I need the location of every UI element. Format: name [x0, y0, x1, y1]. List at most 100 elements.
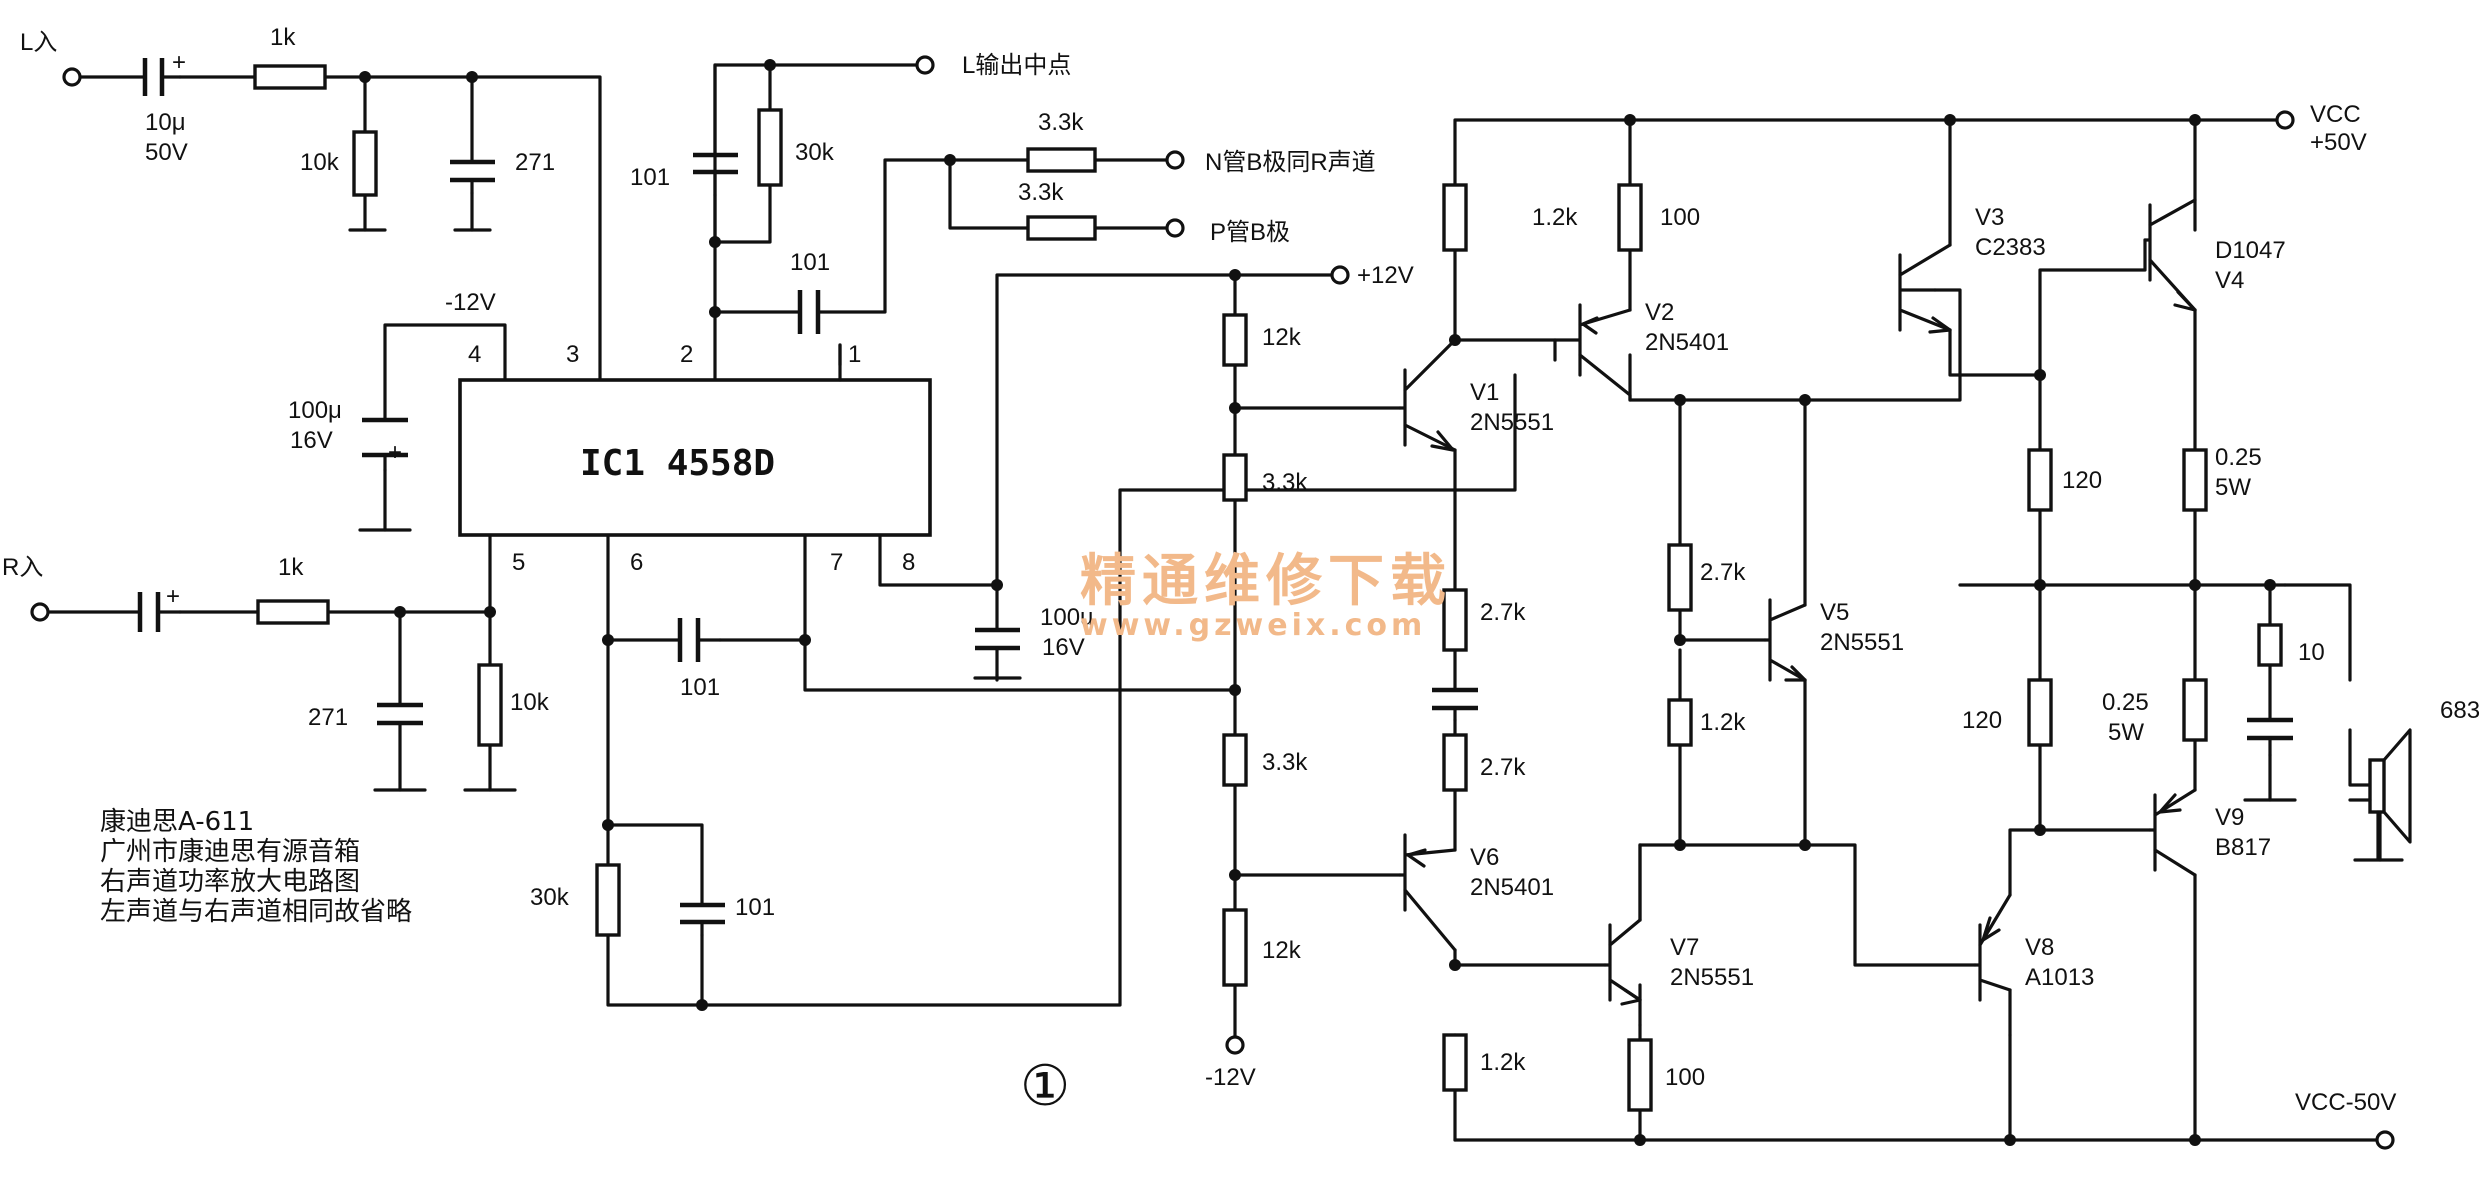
label-r-in: R入: [2, 554, 43, 581]
svg-text:C2383: C2383: [1975, 234, 2046, 261]
svg-text:3.3k: 3.3k: [1262, 469, 1308, 496]
svg-text:100: 100: [1665, 1064, 1705, 1091]
resistor-120-a: [2027, 448, 2053, 512]
svg-text:1k: 1k: [270, 24, 296, 51]
resistor-1k-l: [253, 64, 327, 90]
svg-text:V1: V1: [1470, 379, 1499, 406]
svg-text:10: 10: [2298, 639, 2325, 666]
svg-text:www.gzweix.com: www.gzweix.com: [1080, 608, 1426, 643]
transistor-v7: [1603, 918, 1642, 1006]
svg-text:7: 7: [830, 549, 843, 576]
transistor-v9: [2148, 788, 2197, 877]
svg-text:2.7k: 2.7k: [1480, 599, 1526, 626]
resistor-3k3-p: [1026, 215, 1097, 241]
svg-text:683: 683: [2440, 697, 2480, 724]
transistors: [1398, 198, 2197, 1006]
svg-text:6: 6: [630, 549, 643, 576]
svg-text:10μ: 10μ: [145, 109, 186, 136]
svg-text:V2: V2: [1645, 299, 1674, 326]
terminals: [30, 55, 2395, 1150]
resistor-1k2-v5: [1667, 698, 1693, 747]
transistor-v5: [1763, 598, 1807, 682]
svg-text:+: +: [166, 583, 180, 610]
transistor-v8: [1973, 893, 2012, 1002]
resistor-12k-bot: [1222, 908, 1248, 987]
ic-4558d: [458, 378, 932, 537]
svg-text:+: +: [172, 49, 186, 76]
svg-text:0.25: 0.25: [2215, 444, 2262, 471]
svg-text:2.7k: 2.7k: [1700, 559, 1746, 586]
svg-text:5: 5: [512, 549, 525, 576]
resistor-30k-top: [757, 108, 783, 187]
resistor-2k7-a: [1442, 588, 1468, 652]
resistor-12k-top: [1222, 313, 1248, 367]
svg-text:2N5401: 2N5401: [1645, 329, 1729, 356]
svg-text:广州市康迪思有源音箱: 广州市康迪思有源音箱: [100, 837, 360, 867]
svg-text:10k: 10k: [510, 689, 550, 716]
svg-text:1.2k: 1.2k: [1700, 709, 1746, 736]
label-n-base: N管B极同R声道: [1205, 149, 1376, 176]
svg-text:8: 8: [902, 549, 915, 576]
svg-text:2N5551: 2N5551: [1670, 964, 1754, 991]
label-p12: +12V: [1357, 262, 1414, 289]
resistor-0r25-a: [2182, 448, 2208, 512]
label-vcc-pos: VCC: [2310, 101, 2361, 128]
svg-text:120: 120: [2062, 467, 2102, 494]
svg-text:3.3k: 3.3k: [1262, 749, 1308, 776]
svg-text:30k: 30k: [795, 139, 835, 166]
svg-text:4: 4: [468, 341, 481, 368]
svg-text:3: 3: [566, 341, 579, 368]
svg-text:B817: B817: [2215, 834, 2271, 861]
terminal-labels: L入 R入 L输出中点 N管B极同R声道 P管B极 +12V -12V -12V…: [2, 29, 2396, 1116]
svg-text:精通维修下载: 精通维修下载: [1080, 549, 1452, 614]
resistor-100-v7: [1627, 1038, 1653, 1112]
junction-dots: [359, 59, 2276, 1146]
resistor-1k2-v6: [1442, 1033, 1468, 1092]
svg-text:5W: 5W: [2108, 719, 2144, 746]
svg-text:V6: V6: [1470, 844, 1499, 871]
resistor-10k-l: [352, 130, 378, 197]
transistor-v4: [2143, 198, 2197, 312]
svg-text:+: +: [388, 439, 402, 466]
wires: [38, 63, 2382, 1142]
ic-label: IC1 4558D: [580, 443, 775, 484]
svg-text:V3: V3: [1975, 204, 2004, 231]
svg-text:V7: V7: [1670, 934, 1699, 961]
svg-text:1k: 1k: [278, 554, 304, 581]
svg-text:左声道与右声道相同故省略: 左声道与右声道相同故省略: [100, 897, 412, 927]
svg-text:100: 100: [1660, 204, 1700, 231]
svg-text:100μ: 100μ: [288, 397, 342, 424]
svg-text:3.3k: 3.3k: [1038, 109, 1084, 136]
svg-text:3.3k: 3.3k: [1018, 179, 1064, 206]
resistor-2k7-b: [1442, 733, 1468, 792]
svg-text:右声道功率放大电路图: 右声道功率放大电路图: [100, 867, 360, 897]
svg-text:2.7k: 2.7k: [1480, 754, 1526, 781]
label-vcc-pos-val: +50V: [2310, 129, 2367, 156]
svg-text:0.25: 0.25: [2102, 689, 2149, 716]
transistor-v3: [1898, 243, 1952, 334]
svg-text:10k: 10k: [300, 149, 340, 176]
resistor-30k-bot: [595, 863, 621, 937]
svg-text:2N5551: 2N5551: [1470, 409, 1554, 436]
svg-text:101: 101: [790, 249, 830, 276]
label-n12-left: -12V: [445, 289, 496, 316]
svg-text:120: 120: [1962, 707, 2002, 734]
svg-text:A1013: A1013: [2025, 964, 2094, 991]
component-labels: 10μ 50V 1k 10k 271 101 30k 101 3.3k 3.3k…: [145, 24, 2480, 1091]
svg-text:101: 101: [680, 674, 720, 701]
svg-text:271: 271: [308, 704, 348, 731]
svg-text:1.2k: 1.2k: [1480, 1049, 1526, 1076]
svg-text:2N5551: 2N5551: [1820, 629, 1904, 656]
resistor-0r25-b: [2182, 678, 2208, 742]
resistors: [253, 64, 2283, 1112]
svg-text:1: 1: [848, 341, 861, 368]
label-p-base: P管B极: [1210, 219, 1290, 246]
label-l-out-mid: L输出中点: [962, 52, 1071, 79]
resistor-3k3-n: [1026, 147, 1097, 173]
transistor-v1: [1398, 338, 1457, 452]
resistor-10k-r: [477, 663, 503, 747]
svg-text:100u: 100u: [1040, 604, 1093, 631]
svg-text:101: 101: [630, 164, 670, 191]
svg-text:1.2k: 1.2k: [1532, 204, 1578, 231]
resistor-100-v2: [1617, 183, 1643, 252]
